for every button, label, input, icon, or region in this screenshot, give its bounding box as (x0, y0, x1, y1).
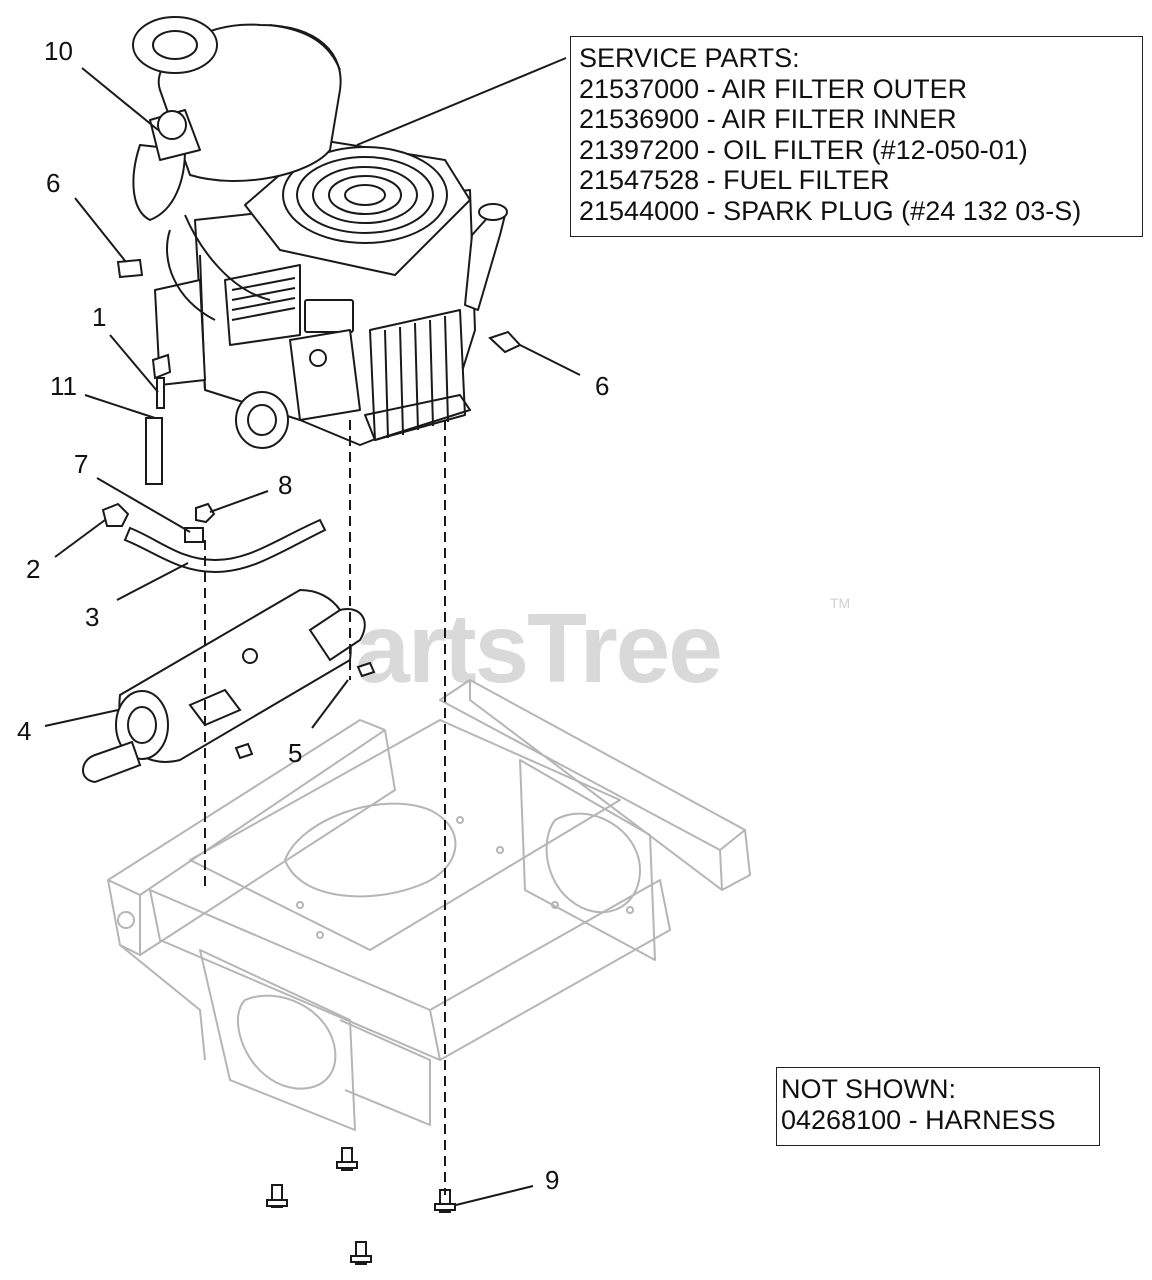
not-shown-item: 04268100 - HARNESS (781, 1104, 1056, 1135)
service-part-item: 21544000 - SPARK PLUG (#24 132 03-S) (579, 195, 1082, 226)
callouts: 10 6 1 11 7 8 2 3 4 5 6 9 (17, 36, 609, 1195)
clip-6-left (116, 258, 144, 279)
callout-7: 7 (74, 449, 88, 479)
service-part-item: 21536900 - AIR FILTER INNER (579, 104, 957, 134)
engine (132, 16, 508, 449)
not-shown-heading: NOT SHOWN: (781, 1074, 956, 1104)
callout-3: 3 (85, 602, 99, 632)
callout-6-right: 6 (595, 371, 609, 401)
watermark-tm: TM (830, 595, 850, 611)
chassis-frame (107, 679, 751, 1131)
service-part-item: 21547528 - FUEL FILTER (579, 165, 890, 195)
nut-2 (101, 502, 130, 527)
callout-8: 8 (278, 470, 292, 500)
callout-4: 4 (17, 716, 31, 746)
exhaust-pipe-3 (123, 518, 327, 574)
callout-1: 1 (92, 302, 106, 332)
clamp-1 (151, 353, 172, 380)
callout-2: 2 (26, 554, 40, 584)
bolts-9 (266, 1147, 456, 1265)
not-shown-box: NOT SHOWN: 04268100 - HARNESS (776, 1067, 1100, 1146)
callout-6-left: 6 (46, 168, 60, 198)
callout-5: 5 (288, 738, 302, 768)
clip-6-right (488, 330, 522, 354)
alignment-lines (204, 420, 446, 1195)
service-part-item: 21397200 - OIL FILTER (#12-050-01) (579, 134, 1028, 165)
callout-10: 10 (44, 36, 73, 66)
service-parts-heading: SERVICE PARTS: (579, 43, 800, 73)
service-part-item: 21537000 - AIR FILTER OUTER (579, 73, 968, 104)
callout-9: 9 (545, 1165, 559, 1195)
callout-11: 11 (50, 371, 77, 401)
nut-8 (195, 502, 216, 524)
watermark-text: PartsTree (292, 593, 721, 703)
leader-lines (44, 57, 581, 1206)
hose-11 (145, 417, 163, 485)
small-parts (82, 258, 522, 1265)
service-parts-box: SERVICE PARTS: 21537000 - AIR FILTER OUT… (570, 36, 1143, 237)
watermark: PartsTree TM (292, 593, 850, 703)
